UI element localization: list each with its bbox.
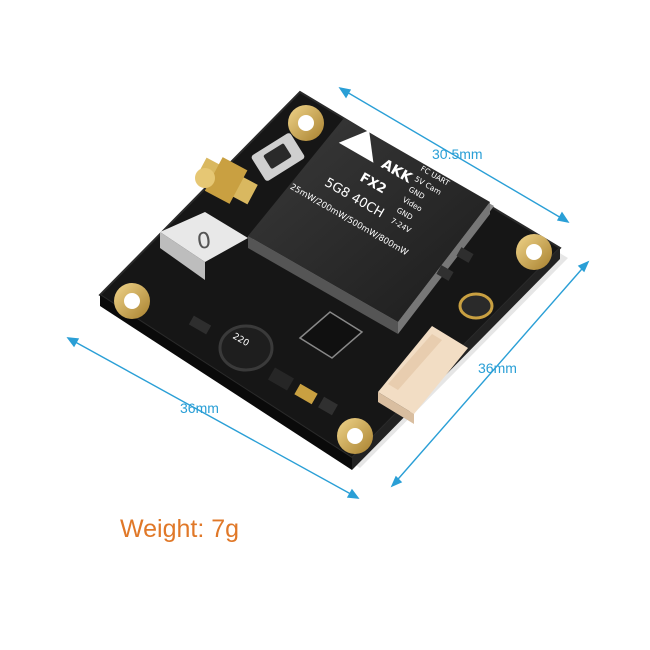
pcb-edge xyxy=(100,295,352,470)
mounting-hole-bottom xyxy=(337,418,373,454)
dimension-lines xyxy=(66,86,590,499)
inductor: 220 xyxy=(218,324,274,372)
akk-logo-icon xyxy=(338,130,374,163)
dimension-left-label: 36mm xyxy=(180,400,219,416)
dimension-right-label: 36mm xyxy=(478,360,517,376)
mounting-hole-right xyxy=(516,234,552,270)
mounting-hole-left xyxy=(114,283,150,319)
round-component xyxy=(458,292,494,320)
led-display: 0 xyxy=(160,212,248,280)
antenna-connector xyxy=(195,157,258,205)
wire-connector xyxy=(378,326,468,424)
push-button xyxy=(251,133,305,181)
led-digit: 0 xyxy=(195,228,212,255)
ic-chip xyxy=(298,311,364,359)
dimension-top-label: 30.5mm xyxy=(432,146,483,162)
rf-shield xyxy=(248,118,494,334)
smd-components xyxy=(188,247,474,416)
weight-label: Weight: 7g xyxy=(120,515,240,543)
mounting-hole-top xyxy=(288,105,324,141)
